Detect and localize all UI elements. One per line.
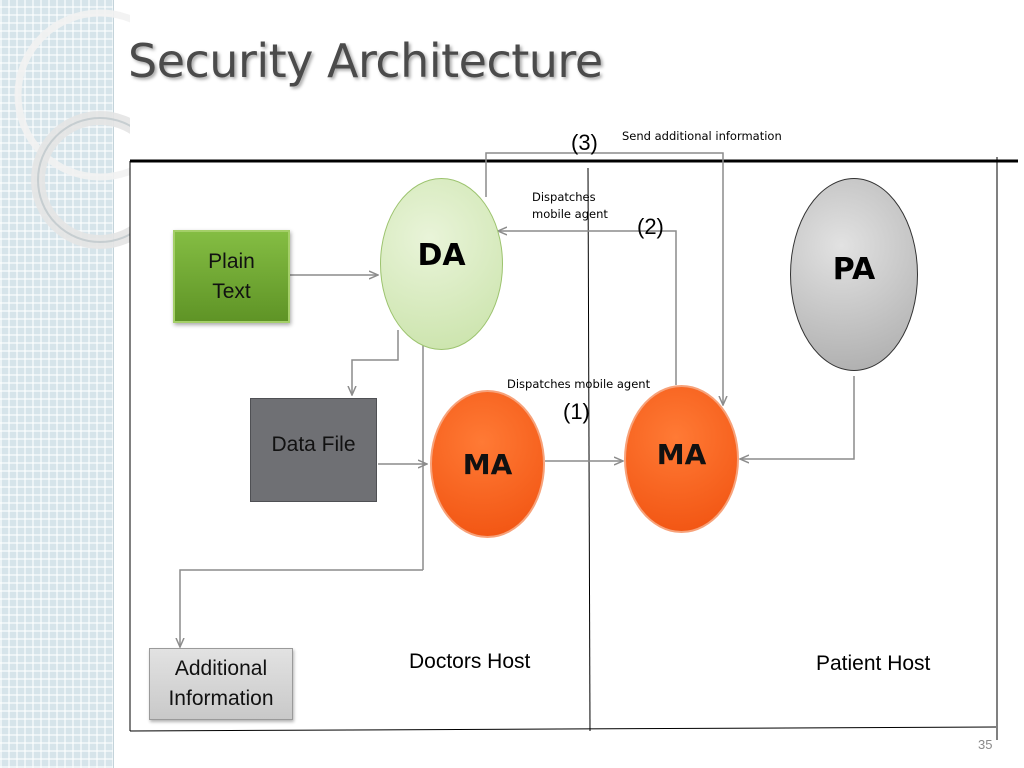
dispatches-mobile-agent-label: Dispatches mobile agent bbox=[507, 377, 651, 391]
arrow-da-to-datafile bbox=[352, 330, 399, 395]
send-info-label: Send additional information bbox=[622, 129, 782, 143]
step-1-label: (1) bbox=[563, 399, 590, 424]
ma-ellipse-right: MA bbox=[624, 385, 739, 533]
da-ellipse: DA bbox=[380, 178, 503, 350]
decorative-circles bbox=[14, 9, 130, 249]
dispatches-label-line1: Dispatches bbox=[532, 190, 596, 204]
arrow-ma-dispatch-to-da bbox=[498, 231, 677, 385]
frame-bottom-line bbox=[129, 726, 997, 732]
arrow-to-additional-info bbox=[180, 569, 423, 647]
pa-ellipse: PA bbox=[790, 178, 918, 371]
arrow-pa-to-ma bbox=[740, 376, 855, 459]
data-file-box: Data File bbox=[250, 398, 377, 502]
additional-information-box: Additional Information bbox=[149, 648, 293, 720]
doctors-host-label: Doctors Host bbox=[409, 650, 531, 673]
step-3-label: (3) bbox=[571, 130, 598, 155]
host-divider-line bbox=[587, 167, 591, 732]
ma-ellipse-left: MA bbox=[430, 390, 545, 538]
slide-title: Security Architecture bbox=[128, 34, 603, 88]
patient-host-label: Patient Host bbox=[816, 652, 931, 675]
dispatches-label-line2: mobile agent bbox=[532, 207, 608, 221]
arrow-da-send-info-to-ma bbox=[485, 152, 723, 405]
plain-text-box: Plain Text bbox=[173, 230, 290, 323]
page-number: 35 bbox=[978, 737, 993, 752]
step-2-label: (2) bbox=[637, 214, 664, 239]
